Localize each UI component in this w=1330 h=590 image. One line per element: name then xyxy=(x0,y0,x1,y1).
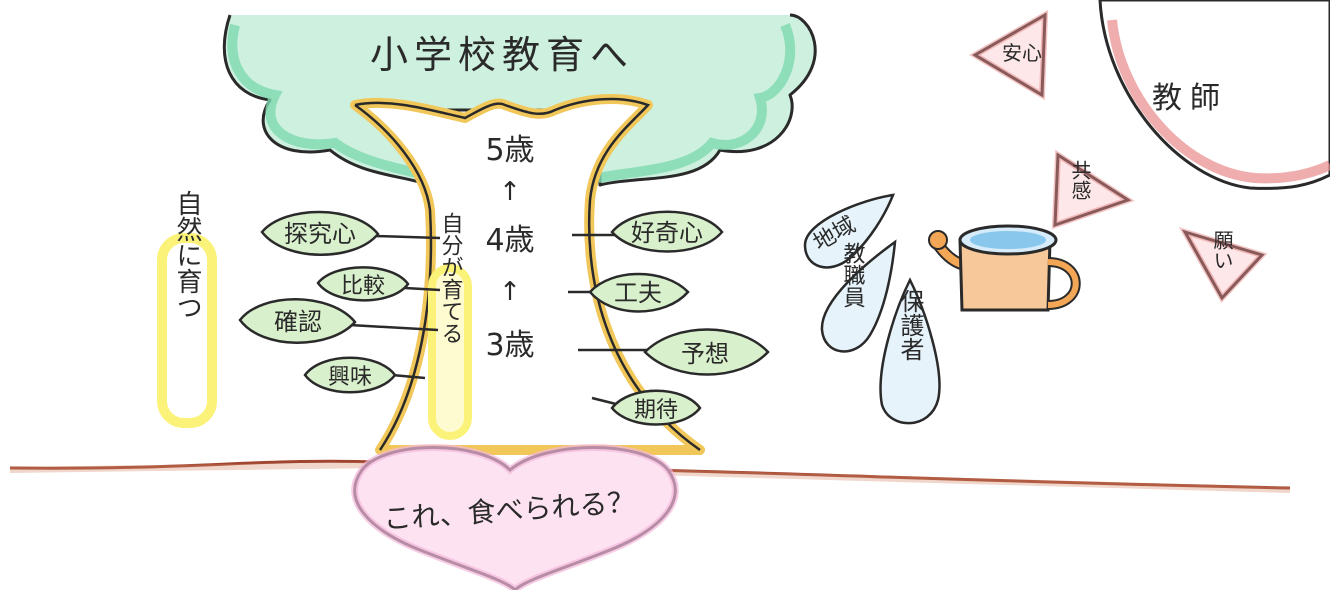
nature-label: 自然に育つ xyxy=(172,190,202,320)
age-5: 5歳 xyxy=(485,133,534,168)
ground-line xyxy=(9,459,1291,490)
nature-glow xyxy=(157,233,217,428)
age-4: 4歳 xyxy=(485,223,534,258)
left-leaves: 探究心 比較 確認 興味 xyxy=(238,210,441,394)
leaf-label: 興味 xyxy=(328,365,372,390)
leaf-label: 探究心 xyxy=(284,220,356,248)
self-grow-glow xyxy=(428,264,472,440)
drop-guardian: 保護者 xyxy=(879,277,941,425)
triangle-relief: 安心 xyxy=(969,9,1049,101)
triangle-label: 安心 xyxy=(1002,41,1042,65)
leaf: 予想 xyxy=(578,328,770,376)
leaf: 確認 xyxy=(238,298,439,344)
triangle-label: 共感 xyxy=(1068,160,1092,200)
teacher-label: 教師 xyxy=(1152,81,1228,116)
triangles: 安心 共感 願い xyxy=(969,9,1268,304)
drop-label: 教職員 xyxy=(840,242,866,308)
drops: 地域 教職員 保護者 xyxy=(803,193,941,425)
leaf-label: 工夫 xyxy=(614,279,662,307)
leaf: 比較 xyxy=(316,266,441,302)
leaf-label: 予想 xyxy=(681,340,729,368)
right-leaves: 好奇心 工夫 予想 期待 xyxy=(568,210,770,426)
leaf-label: 確認 xyxy=(274,308,322,336)
triangle-wish: 願い xyxy=(1178,227,1268,304)
leaf-label: 比較 xyxy=(341,274,385,299)
leaf: 探究心 xyxy=(260,210,441,256)
drop-community: 地域 xyxy=(803,193,895,269)
leaf: 興味 xyxy=(303,356,426,394)
triangle-empathy: 共感 xyxy=(1051,149,1135,230)
heart: これ、食べられる？ xyxy=(351,444,679,590)
drop-label: 保護者 xyxy=(896,289,924,361)
self-grow-label: 自分が育てる xyxy=(438,212,464,344)
leaf: 期待 xyxy=(591,389,702,426)
arrow-up-icon: ↑ xyxy=(499,177,521,207)
teacher: 教師 xyxy=(1098,0,1330,190)
watering-can-icon xyxy=(928,224,1081,312)
drop-staff: 教職員 xyxy=(820,239,897,353)
leaf-label: 好奇心 xyxy=(631,219,703,247)
arrow-up-icon: ↑ xyxy=(499,277,521,307)
leaf: 好奇心 xyxy=(572,210,724,253)
title: 小学校教育へ xyxy=(370,33,634,77)
triangle-label: 願い xyxy=(1210,230,1234,270)
leaf: 工夫 xyxy=(568,272,690,313)
age-3: 3歳 xyxy=(485,328,534,363)
leaf-label: 期待 xyxy=(634,398,678,423)
